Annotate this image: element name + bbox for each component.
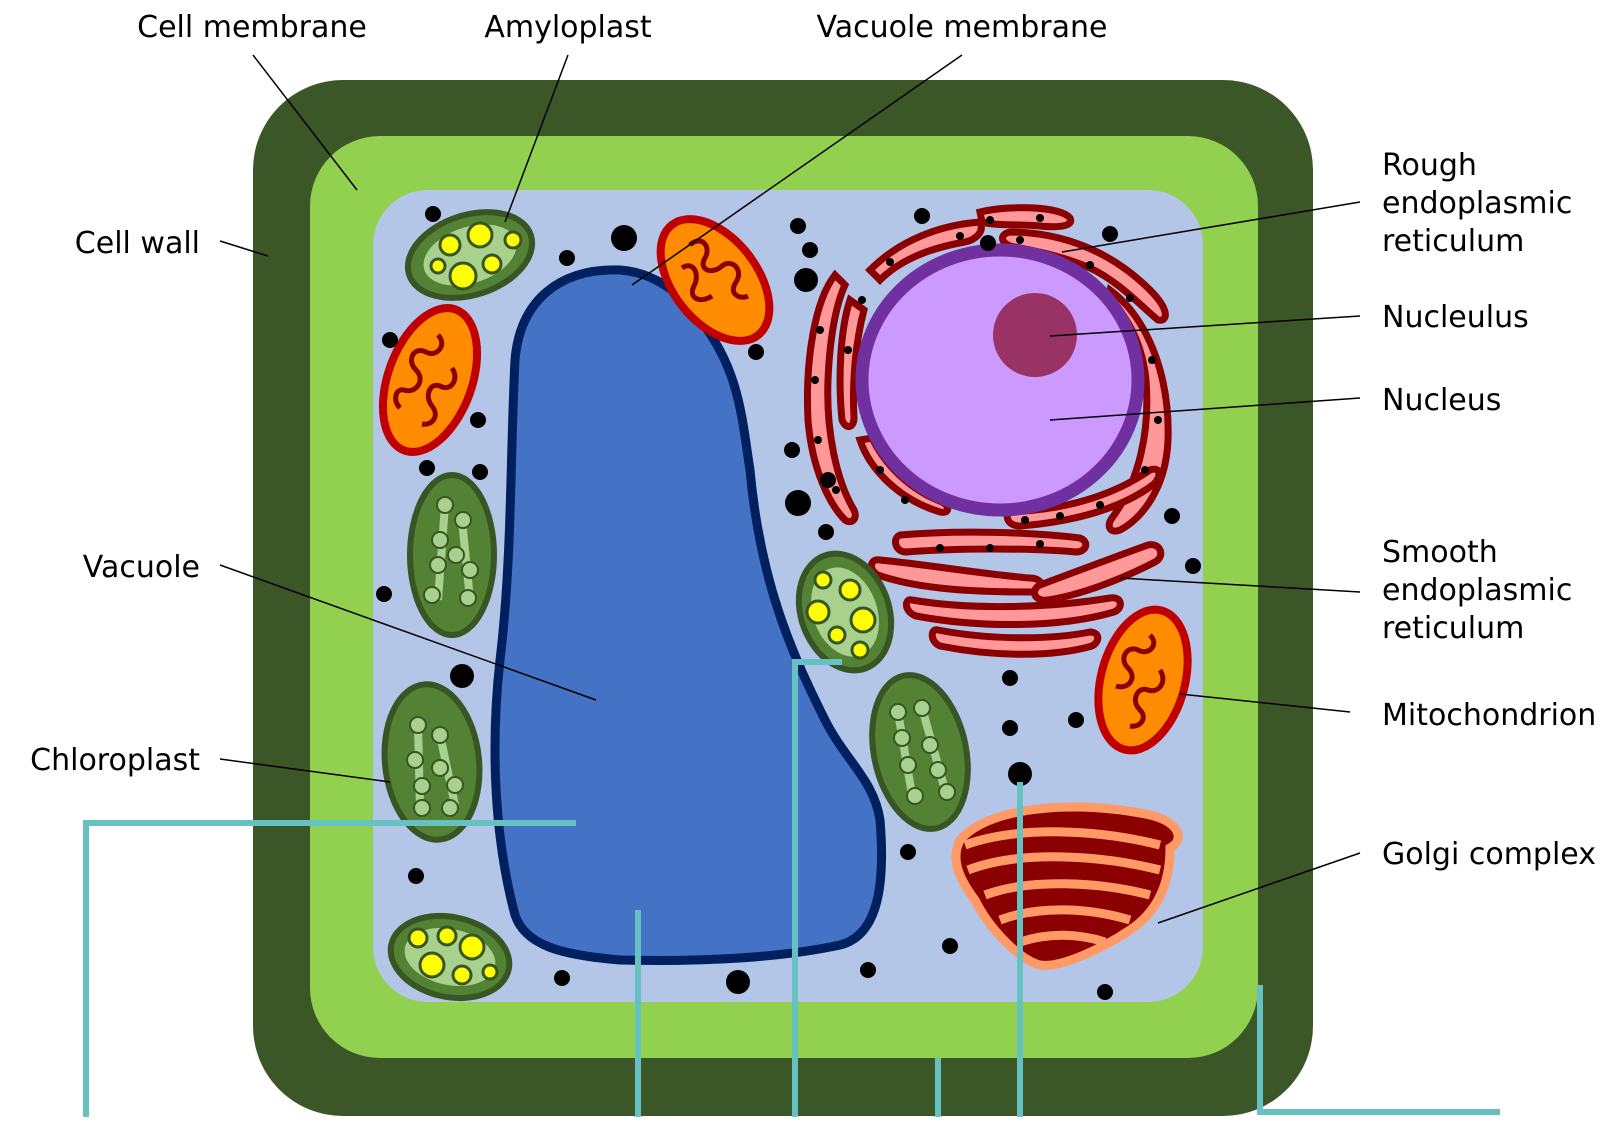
label-rough-er-1: Rough — [1382, 148, 1477, 183]
label-vacuole-membrane: Vacuole membrane — [817, 10, 1108, 45]
label-cell-membrane: Cell membrane — [137, 10, 367, 45]
label-smooth-er-1: Smooth — [1382, 535, 1498, 570]
label-smooth-er-2: endoplasmic — [1382, 573, 1572, 608]
label-rough-er-3: reticulum — [1382, 224, 1524, 259]
label-golgi: Golgi complex — [1382, 837, 1596, 872]
label-vacuole: Vacuole — [83, 550, 200, 585]
label-mitochondrion: Mitochondrion — [1382, 698, 1596, 733]
label-nucleolus: Nucleulus — [1382, 300, 1529, 335]
label-nucleus: Nucleus — [1382, 383, 1501, 418]
label-smooth-er-3: reticulum — [1382, 611, 1524, 646]
label-cell-wall: Cell wall — [75, 226, 200, 261]
label-amyloplast: Amyloplast — [484, 10, 652, 45]
chloroplast-left-mid — [410, 475, 494, 635]
label-chloroplast: Chloroplast — [30, 743, 200, 778]
label-rough-er-2: endoplasmic — [1382, 186, 1572, 221]
nucleus — [862, 250, 1138, 510]
